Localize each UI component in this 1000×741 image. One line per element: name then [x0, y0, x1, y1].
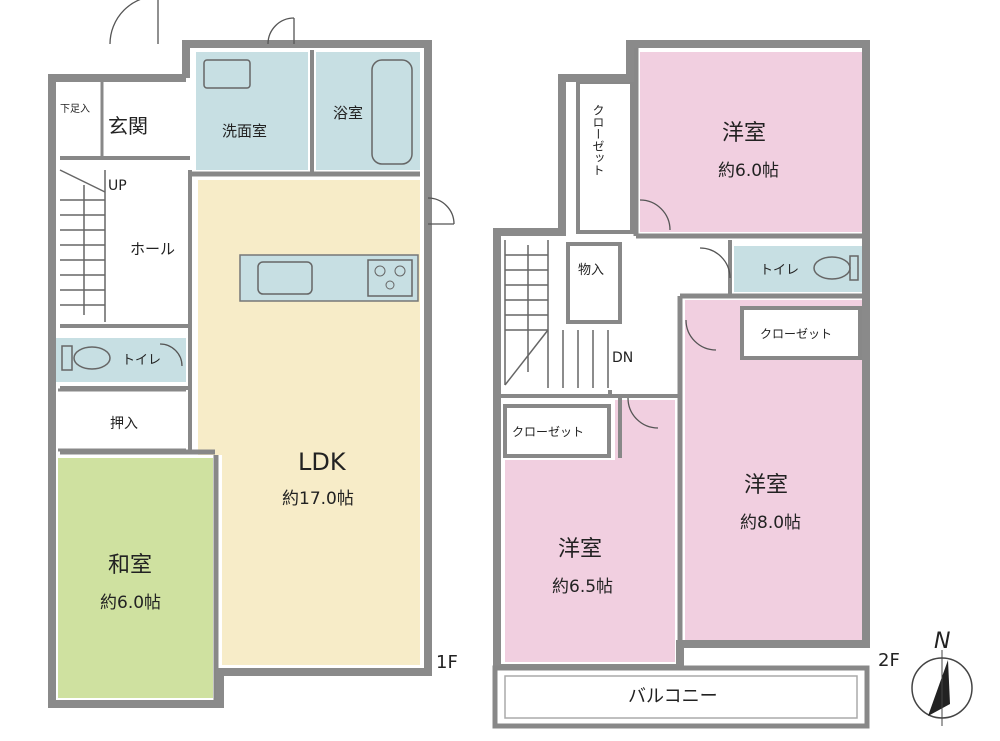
youshitsu-se-size-label: 約8.0帖	[740, 513, 801, 533]
burner-icon	[385, 280, 395, 290]
youshitsu-sw-room	[505, 400, 675, 662]
balcony	[492, 665, 870, 729]
closet-vertical	[576, 80, 634, 234]
senmenshitsu-label: 洗面室	[222, 122, 267, 140]
youshitsu-ne-label: 洋室	[722, 121, 766, 146]
doors-1f	[109, 0, 455, 367]
yokushitsu-label: 浴室	[333, 104, 363, 122]
closet-left	[503, 404, 611, 458]
closet-left-label: クローゼット	[512, 425, 584, 439]
washitsu-size-label: 約6.0帖	[100, 593, 161, 613]
dn-label: DN	[612, 350, 633, 366]
washbasin-icon	[203, 59, 251, 89]
youshitsu-se-label: 洋室	[744, 473, 788, 498]
stairs-2f	[504, 240, 609, 388]
toilet-2f-area	[734, 246, 862, 292]
burner-icon	[394, 265, 406, 277]
toilet-tank-icon	[849, 255, 859, 281]
stove-icon	[367, 259, 413, 297]
compass: N	[911, 629, 973, 726]
ldk-label: LDK	[298, 448, 347, 476]
compass-n-label: N	[934, 629, 950, 654]
genkan-label: 玄関	[108, 114, 148, 138]
bath-area	[316, 52, 420, 170]
washitsu-label: 和室	[108, 553, 152, 578]
getabako-label: 下足入	[60, 103, 90, 115]
toilet-bowl-icon	[73, 346, 111, 370]
floor-1: 玄関 下足入 洗面室 浴室 UP ホール トイレ 押入 LDK 約17.0帖 和…	[48, 0, 458, 708]
youshitsu-sw-label: 洋室	[558, 537, 602, 562]
ldk-room	[198, 180, 420, 665]
closet-right-label: クローゼット	[760, 327, 832, 341]
doors-2f	[627, 199, 731, 429]
north-arrow-icon	[928, 660, 950, 716]
ldk-size-label: 約17.0帖	[282, 489, 354, 509]
monoire-closet	[566, 242, 622, 324]
bathtub-icon	[371, 59, 413, 165]
up-label: UP	[108, 178, 127, 194]
toilet-1f-area	[56, 338, 186, 382]
youshitsu-se-room	[685, 300, 862, 640]
toilet-tank-icon	[61, 345, 73, 371]
floor-2: クローゼット 洋室 約6.0帖 物入 トイレ クローゼット DN クローゼット …	[492, 40, 900, 729]
washitsu-room	[58, 458, 213, 698]
walls-1f	[48, 40, 432, 708]
youshitsu-ne-room	[640, 52, 862, 232]
washroom-area	[196, 52, 308, 170]
toilet-1f-label: トイレ	[122, 353, 161, 368]
burner-icon	[374, 265, 386, 277]
closet-right	[740, 306, 862, 360]
floor-2f-label: 2F	[878, 650, 900, 671]
partitions-1f	[58, 50, 420, 700]
monoire-label: 物入	[578, 263, 604, 278]
youshitsu-ne-size-label: 約6.0帖	[718, 161, 779, 181]
oshiire-label: 押入	[110, 416, 138, 432]
stairs-1f	[59, 169, 106, 322]
hall-label: ホール	[130, 240, 175, 258]
closet-vertical-label: クローゼット	[591, 104, 605, 176]
youshitsu-sw-size-label: 約6.5帖	[552, 577, 613, 597]
walls-2f	[493, 40, 870, 672]
sink-icon	[257, 261, 313, 295]
floor-1f-label: 1F	[436, 652, 458, 673]
balcony-label: バルコニー	[628, 686, 718, 707]
toilet-2f-label: トイレ	[760, 263, 799, 278]
